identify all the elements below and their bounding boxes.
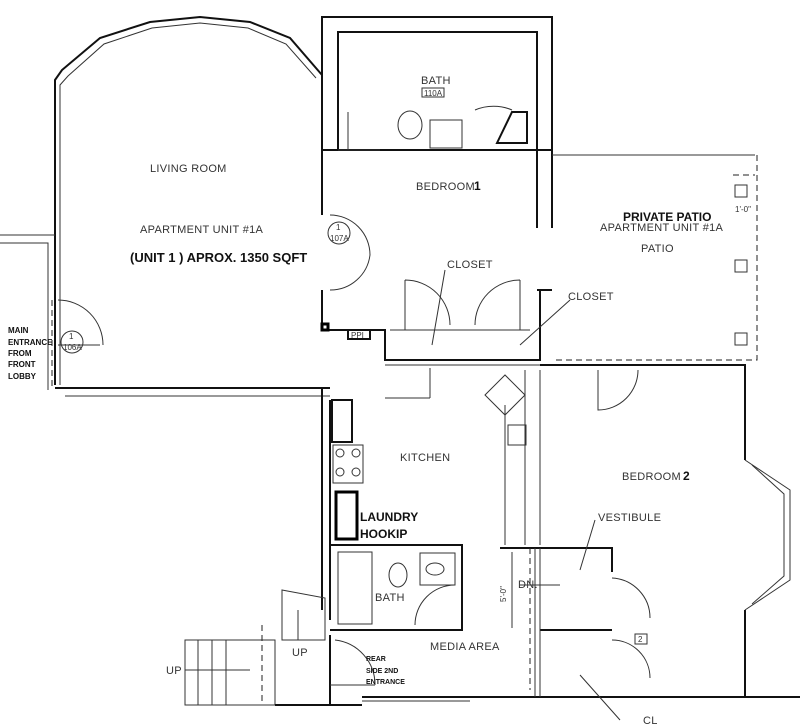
tag-2: 2 xyxy=(638,635,643,644)
bedroom2-number: 2 xyxy=(683,469,690,483)
bath-bottom-label: BATH xyxy=(375,592,405,604)
rear-entrance-line: ENTRANCE xyxy=(366,679,405,686)
closet-cl-label: CL xyxy=(643,715,658,727)
main-entrance-line: MAIN xyxy=(8,326,29,335)
main-entrance-line: FROM xyxy=(8,349,32,358)
patio-label: PATIO xyxy=(641,243,674,255)
closet-label-2: CLOSET xyxy=(568,291,614,303)
living-room-label: LIVING ROOM xyxy=(150,163,227,175)
rear-entrance-line: REAR xyxy=(366,656,386,663)
rear-entrance-line: SIDE 2ND xyxy=(366,668,398,675)
patio-dimension: 1'-0" xyxy=(735,205,751,214)
door-107-number: 1 xyxy=(336,223,341,232)
private-patio-label: PRIVATE PATIO xyxy=(623,210,711,224)
stairs-up-label: UP xyxy=(166,665,182,677)
patio-unit-label: APARTMENT UNIT #1A xyxy=(600,222,724,234)
rear-stairs xyxy=(184,589,800,706)
main-entrance-line: ENTRANCE xyxy=(8,338,53,347)
laundry-label-2: HOOKIP xyxy=(360,527,407,541)
kitchen-walls xyxy=(321,364,541,620)
bedroom2-walls xyxy=(500,364,791,721)
media-area-label: MEDIA AREA xyxy=(430,641,500,653)
vestibule-label: VESTIBULE xyxy=(598,512,661,524)
bath-bottom-walls xyxy=(330,544,463,631)
ppi-label: PPI xyxy=(351,331,364,340)
bath-top-walls xyxy=(321,16,553,151)
kitchen-label: KITCHEN xyxy=(400,452,450,464)
patio-outline xyxy=(552,154,758,361)
bedroom1-number: 1 xyxy=(474,179,481,193)
stairs-down-label: DN. xyxy=(518,579,538,591)
laundry-label: LAUNDRY xyxy=(360,510,418,524)
bath-top-label: BATH xyxy=(421,75,451,87)
bedroom1-walls xyxy=(320,150,571,361)
unit-area-label: (UNIT 1 ) APROX. 1350 SQFT xyxy=(130,250,307,265)
apartment-unit-label: APARTMENT UNIT #1A xyxy=(140,224,264,236)
main-entrance-line: FRONT xyxy=(8,360,36,369)
door-106-number: 1 xyxy=(69,332,74,341)
bedroom2-label: BEDROOM xyxy=(622,471,681,483)
bedroom1-label: BEDROOM xyxy=(416,181,475,193)
door-107-tag: 107A xyxy=(330,234,349,243)
closet-label: CLOSET xyxy=(447,259,493,271)
main-entrance-line: LOBBY xyxy=(8,372,37,381)
living-room-walls xyxy=(0,15,330,397)
door-106-tag: 106A xyxy=(63,343,82,352)
bath-top-tag: 110A xyxy=(424,89,443,98)
stairs-up-label-2: UP xyxy=(292,647,308,659)
dimension-5ft: 5'-0" xyxy=(499,586,508,602)
